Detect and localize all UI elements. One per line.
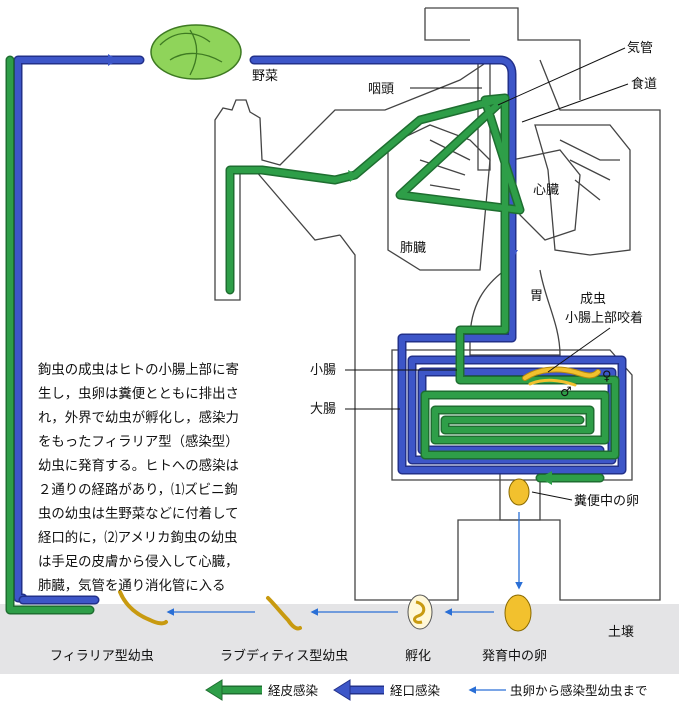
- adult-worm-icon: [522, 366, 601, 387]
- description-line: 生し，虫卵は糞便とともに排出さ: [38, 386, 239, 402]
- rhabditiform-label: ラブディティス型幼虫: [220, 648, 348, 664]
- description-line: れ，外界で幼虫が孵化し，感染力: [38, 409, 239, 426]
- stomach-label: 胃: [530, 289, 543, 304]
- description-line: 虫の幼虫は生野菜などに付着して: [38, 505, 238, 522]
- large-intestine-label: 大腸: [310, 402, 336, 417]
- oral-infection-route: [13, 54, 627, 605]
- description-line: 肺臓，気管を通り消化管に入る: [38, 578, 225, 594]
- description-line: 経口的に，⑵アメリカ鉤虫の幼虫: [38, 530, 238, 546]
- description-line: は手足の皮膚から侵入して心臓，: [38, 553, 238, 570]
- description-line: をもったフィラリア型（感染型）: [38, 433, 239, 450]
- soil-band: [0, 604, 679, 674]
- attached-pointer: [547, 327, 611, 373]
- legend-egg-to-larva-label: 虫卵から感染型幼虫まで: [510, 683, 648, 698]
- developing-egg-label: 発育中の卵: [482, 648, 547, 664]
- legend: 経皮感染 経口感染 虫卵から感染型幼虫まで: [205, 679, 648, 701]
- legend-blue-arrow: [333, 679, 384, 701]
- feces-egg-icon: [508, 478, 530, 506]
- legend-percutaneous-label: 経皮感染: [268, 683, 319, 698]
- developing-egg-icon: [504, 594, 532, 632]
- eggs-in-feces-label: 糞便中の卵: [574, 494, 639, 509]
- vegetable-label: 野菜: [252, 69, 278, 84]
- description-text: 鉤虫の成虫はヒトの小腸上部に寄 生し，虫卵は糞便とともに排出さ れ，外界で幼虫が…: [38, 361, 239, 594]
- hatching-label: 孵化: [405, 649, 431, 664]
- description-line: ２通りの経路があり，⑴ズビニ鉤: [38, 482, 238, 498]
- filariform-larva-icon: [118, 590, 168, 626]
- male-symbol: ♂: [560, 385, 572, 400]
- trachea-label: 気管: [627, 40, 653, 56]
- esophagus-label: 食道: [631, 76, 657, 92]
- heart-label: 心臓: [533, 183, 559, 198]
- soil-label: 土壌: [608, 625, 634, 640]
- eggs-pointer: [531, 491, 573, 501]
- legend-green-arrow: [205, 679, 262, 701]
- lettuce-icon: [150, 24, 242, 80]
- female-symbol: ♀: [602, 369, 612, 384]
- rhabditiform-larva-icon: [266, 596, 302, 631]
- hatching-egg-icon: [407, 594, 433, 630]
- adult-worm-label: 成虫: [580, 292, 606, 307]
- esophagus-pointer: [521, 83, 629, 123]
- attached-label: 小腸上部咬着: [565, 310, 643, 326]
- pharynx-label: 咽頭: [368, 82, 394, 97]
- description-line: 幼虫に発育する。ヒトへの感染は: [38, 457, 239, 474]
- human-body-outline: [214, 7, 661, 601]
- legend-oral-label: 経口感染: [390, 683, 441, 698]
- egg-to-larva-arrows: [166, 512, 523, 616]
- percutaneous-infection-route: [5, 55, 620, 615]
- description-line: 鉤虫の成虫はヒトの小腸上部に寄: [38, 361, 239, 378]
- trachea-pointer: [497, 47, 626, 106]
- filariform-label: フィラリア型幼虫: [50, 649, 154, 664]
- small-intestine-label: 小腸: [310, 363, 336, 378]
- lung-label: 肺臓: [400, 241, 426, 256]
